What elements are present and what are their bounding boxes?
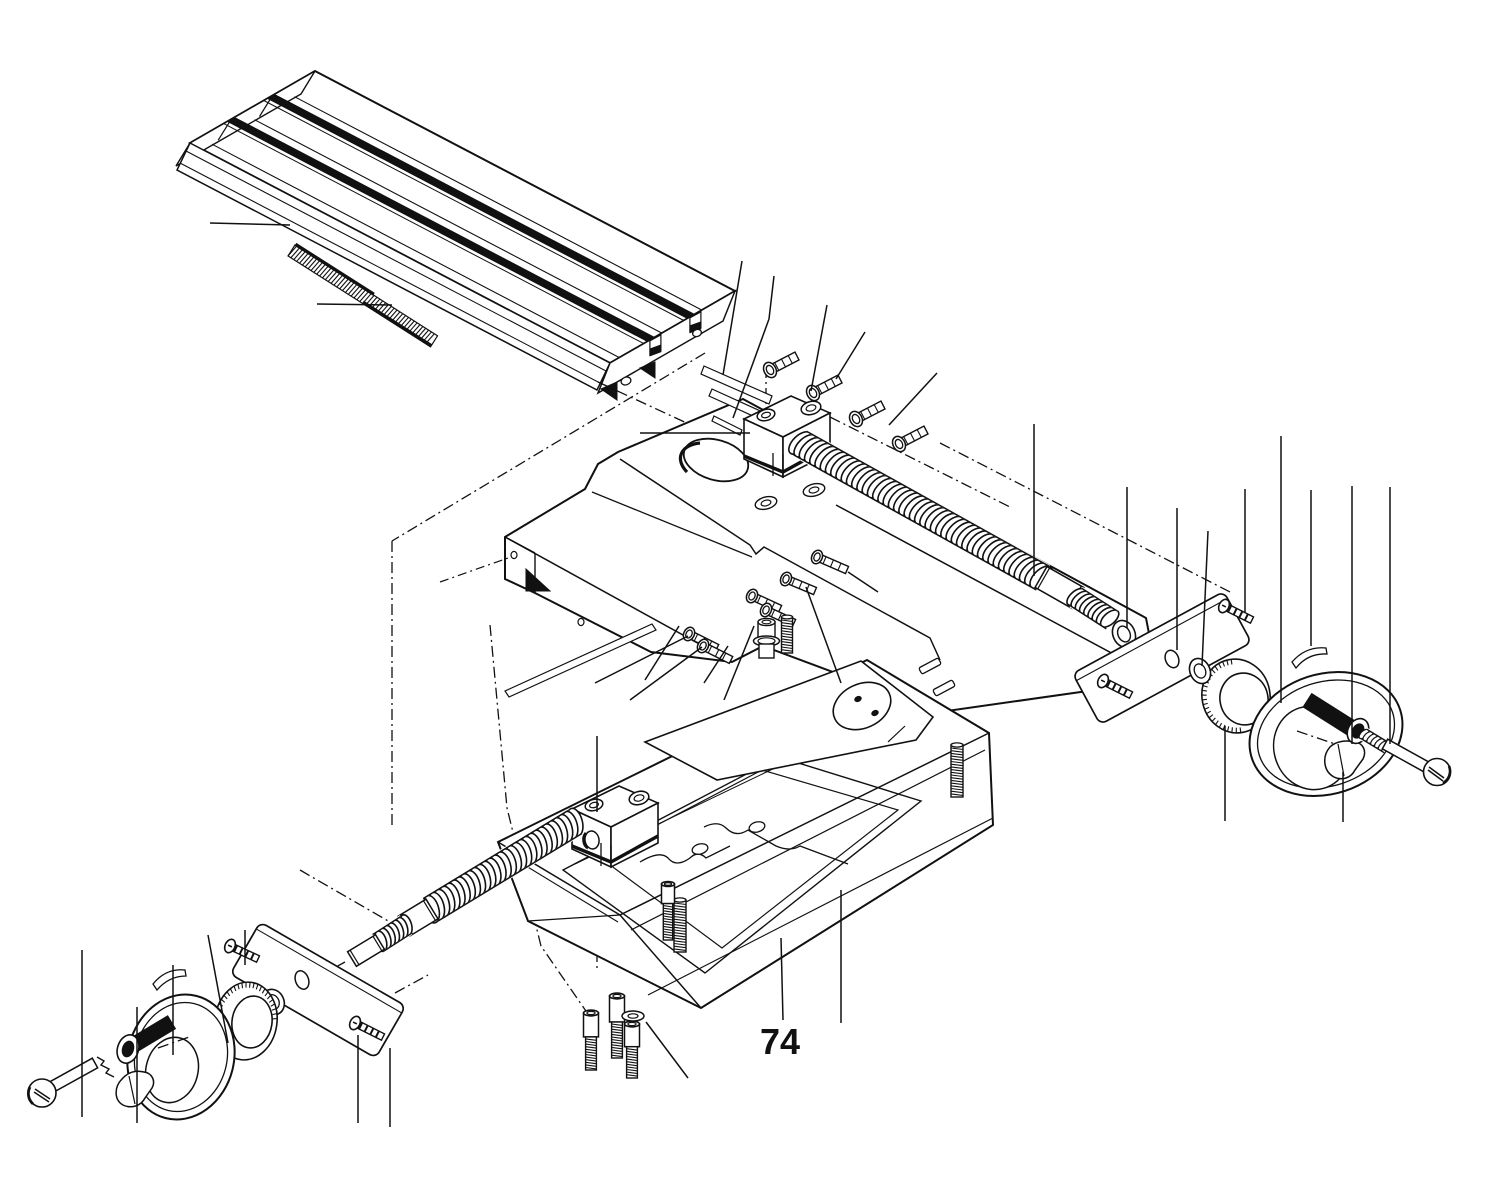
svg-text:74: 74 [760, 1021, 800, 1062]
